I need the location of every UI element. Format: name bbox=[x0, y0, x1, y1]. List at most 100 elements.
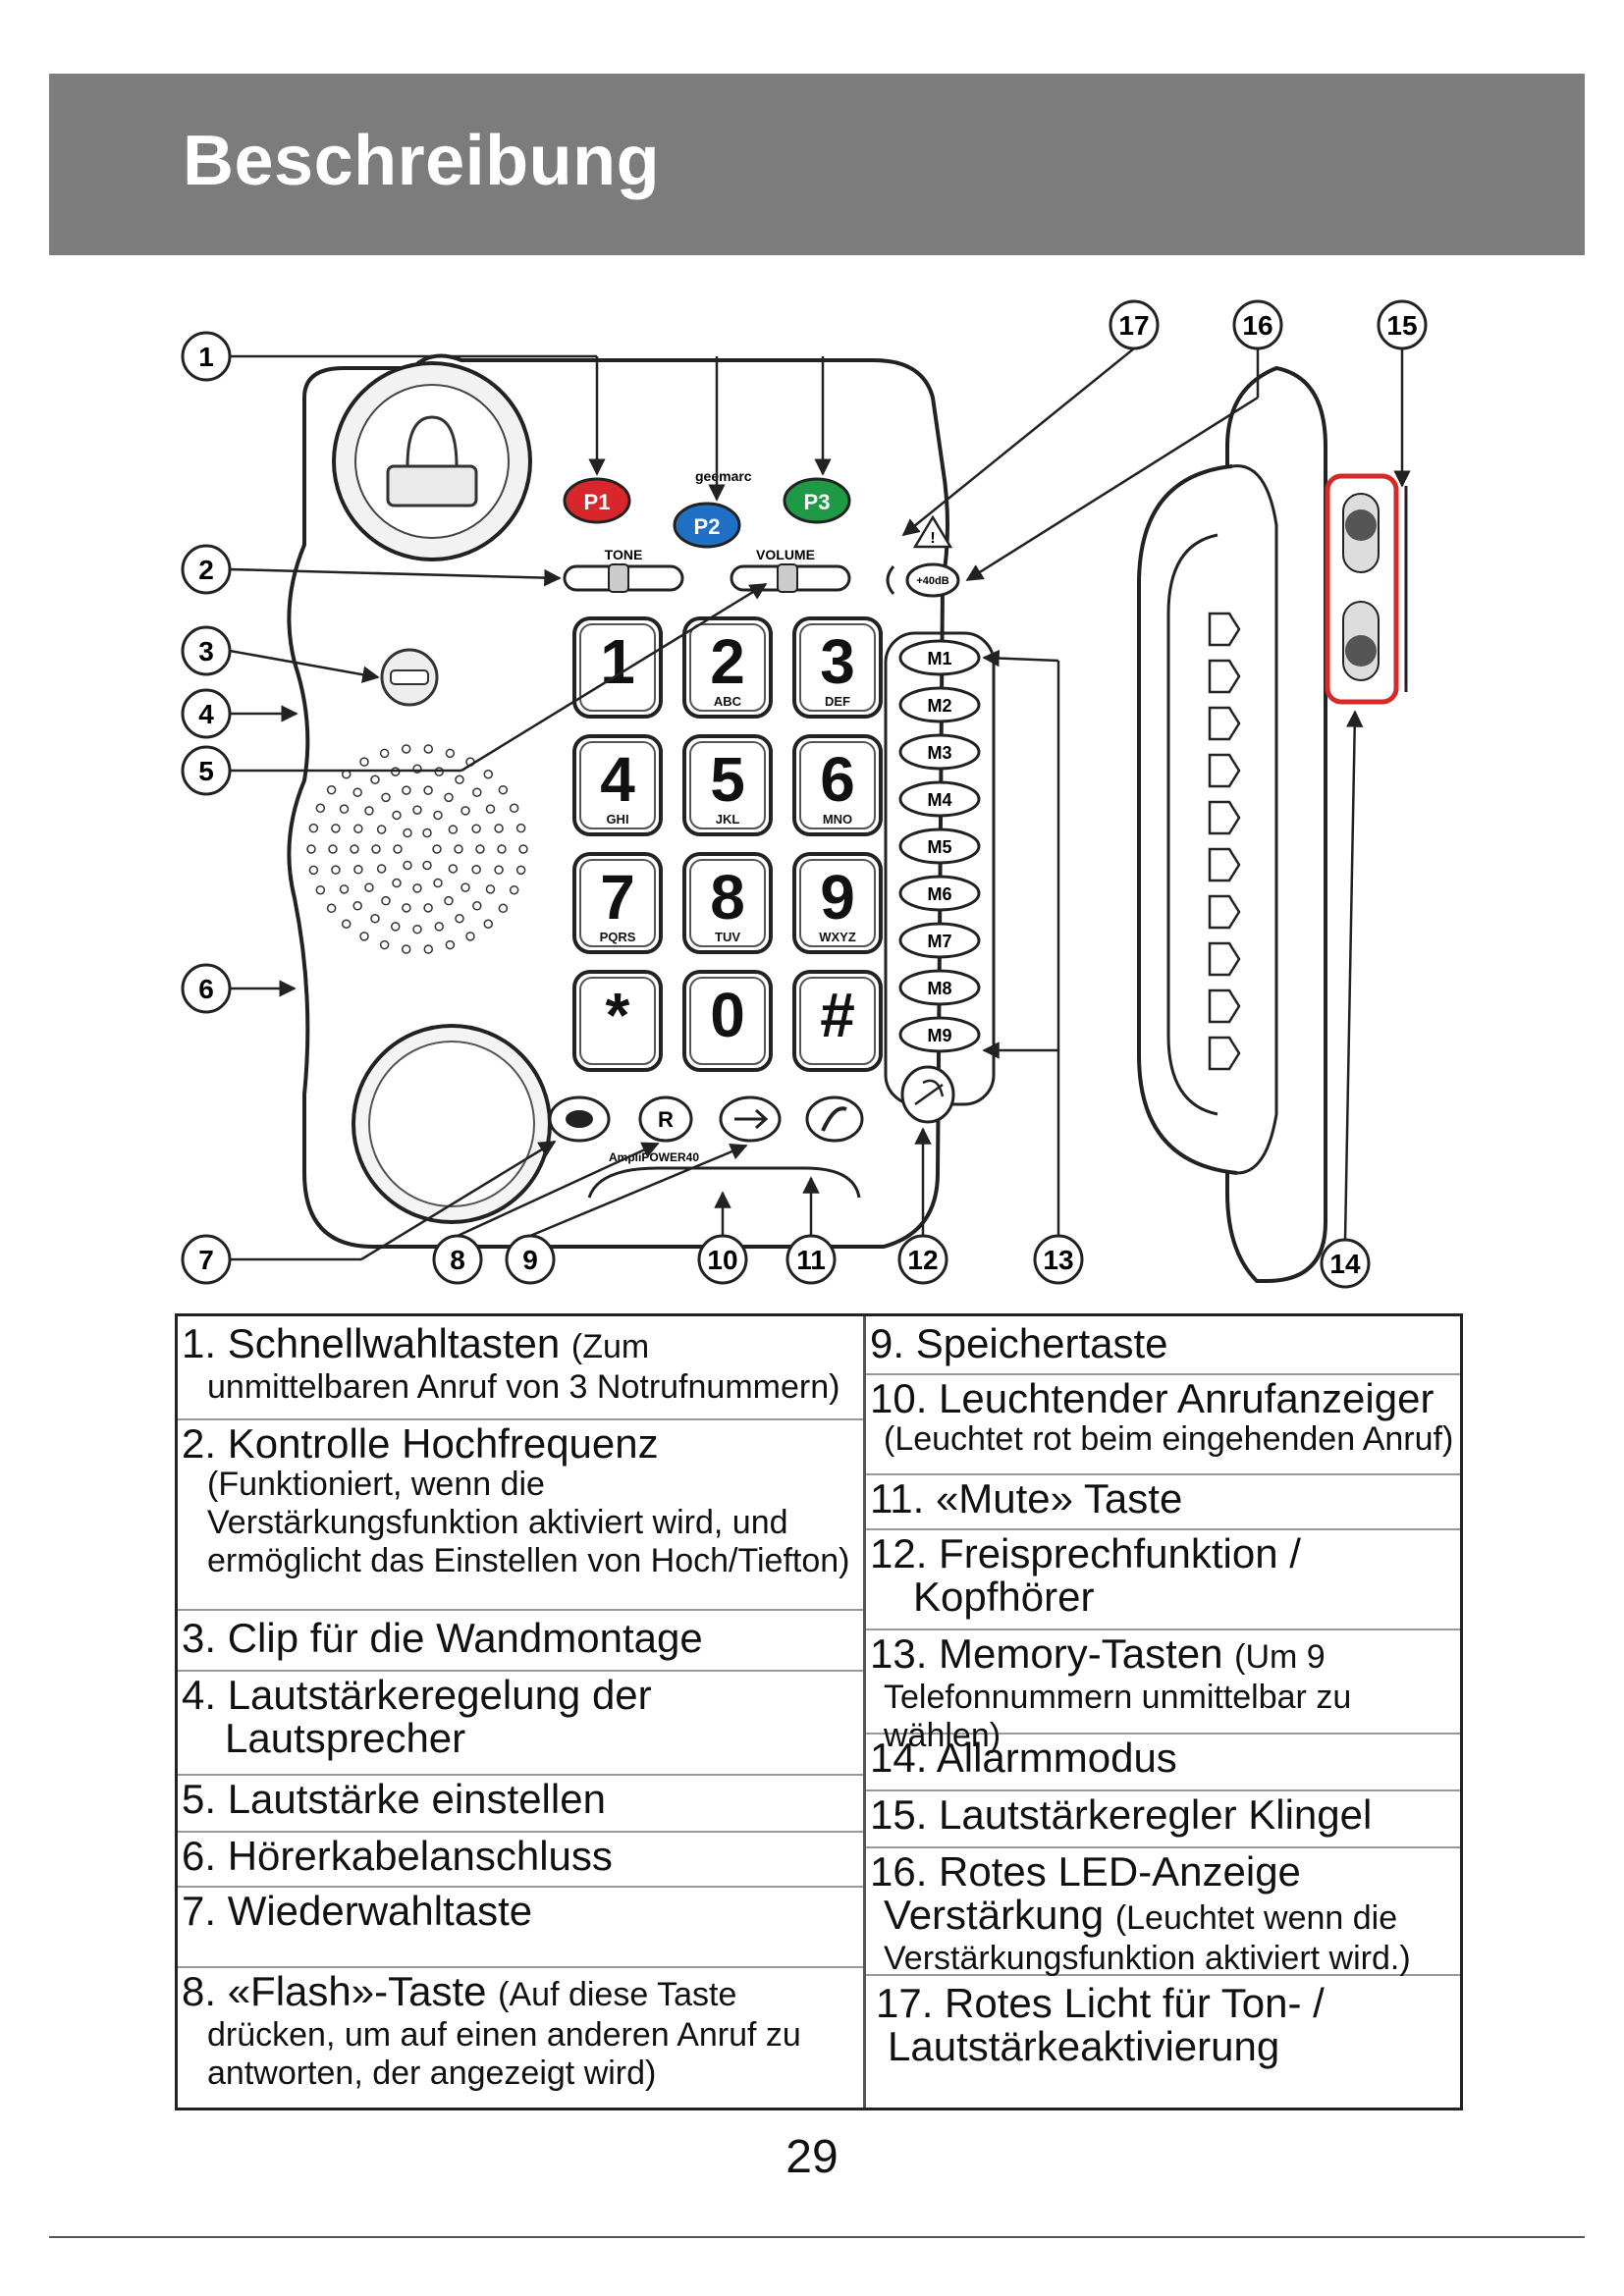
phone-side-view bbox=[1137, 365, 1408, 1283]
p2-key bbox=[673, 502, 741, 549]
priority-keys: P1 P2 P3 bbox=[563, 477, 851, 549]
p2-label: P2 bbox=[694, 514, 721, 539]
callout-17: 17 bbox=[1109, 299, 1160, 350]
svg-text:10: 10 bbox=[707, 1245, 737, 1275]
legend-item-16: 16. Rotes LED-Anzeige Verstärkung (Leuch… bbox=[866, 1850, 1460, 1977]
svg-text:15: 15 bbox=[1386, 310, 1417, 341]
svg-text:16: 16 bbox=[1242, 310, 1272, 341]
p1-label: P1 bbox=[584, 490, 611, 514]
legend-item-7: 7. Wiederwahltaste bbox=[178, 1890, 863, 1968]
model-label: AmpliPOWER40 bbox=[609, 1150, 699, 1164]
callout-11: 11 bbox=[785, 1234, 837, 1285]
svg-text:6: 6 bbox=[820, 744, 855, 815]
p3-label: P3 bbox=[804, 490, 831, 514]
callout-9: 9 bbox=[505, 1234, 556, 1285]
svg-text:17: 17 bbox=[1118, 310, 1149, 341]
svg-text:*: * bbox=[606, 980, 630, 1050]
callout-6: 6 bbox=[181, 963, 232, 1014]
svg-text:M7: M7 bbox=[927, 932, 951, 951]
r-key-label: R bbox=[658, 1107, 674, 1132]
svg-text:JKL: JKL bbox=[716, 812, 740, 827]
svg-text:#: # bbox=[820, 980, 855, 1050]
legend-item-5: 5. Lautstärke einstellen bbox=[178, 1778, 863, 1833]
svg-text:4: 4 bbox=[198, 699, 214, 729]
callout-13: 13 bbox=[1033, 1234, 1084, 1285]
volume-label: VOLUME bbox=[756, 547, 815, 562]
svg-text:WXYZ: WXYZ bbox=[819, 930, 856, 944]
memory-key-m6: M6 bbox=[898, 875, 981, 912]
svg-text:6: 6 bbox=[198, 974, 214, 1004]
brand-logo: geemarc bbox=[695, 468, 752, 484]
svg-text:8: 8 bbox=[710, 862, 745, 933]
svg-text:M4: M4 bbox=[927, 790, 951, 810]
legend-item-17: 17. Rotes Licht für Ton- / Lautstärkeakt… bbox=[876, 1980, 1325, 2069]
key-hash: # bbox=[792, 970, 883, 1072]
callout-16: 16 bbox=[1232, 299, 1283, 350]
legend-item-9: 9. Speichertaste bbox=[866, 1322, 1460, 1375]
svg-text:M2: M2 bbox=[927, 696, 951, 716]
legend-item-8: 8. «Flash»-Taste (Auf diese Taste drücke… bbox=[182, 1968, 801, 2093]
boost-label: +40dB bbox=[916, 575, 948, 587]
speaker-grille bbox=[306, 744, 528, 954]
memory-key-m4: M4 bbox=[898, 780, 981, 818]
mute-key bbox=[805, 1095, 864, 1143]
svg-text:2: 2 bbox=[198, 555, 214, 585]
warning-icon bbox=[912, 514, 953, 549]
svg-text:M5: M5 bbox=[927, 837, 951, 857]
legend-item-13: 13. Memory-Tasten (Um 9 Telefonnummern u… bbox=[866, 1632, 1460, 1754]
svg-text:9: 9 bbox=[820, 862, 855, 933]
svg-text:!: ! bbox=[930, 530, 935, 547]
svg-text:14: 14 bbox=[1329, 1249, 1361, 1279]
memory-key-m9: M9 bbox=[898, 1016, 981, 1053]
header-bar: Beschreibung bbox=[49, 74, 1585, 255]
legend-item-2: 2. Kontrolle Hochfrequenz (Funktioniert,… bbox=[178, 1422, 863, 1611]
memory-key-m7: M7 bbox=[898, 922, 981, 959]
memory-key-m3: M3 bbox=[898, 733, 981, 771]
page-title: Beschreibung bbox=[183, 122, 661, 200]
callout-3: 3 bbox=[181, 625, 232, 676]
svg-text:DEF: DEF bbox=[825, 694, 850, 709]
svg-text:3: 3 bbox=[198, 636, 214, 667]
p3-key bbox=[783, 477, 851, 524]
tone-slider: TONE bbox=[563, 547, 684, 593]
svg-text:4: 4 bbox=[600, 744, 635, 815]
svg-text:8: 8 bbox=[450, 1245, 465, 1275]
svg-text:7: 7 bbox=[198, 1245, 214, 1275]
memory-key-m1: M1 bbox=[898, 639, 981, 676]
legend-item-1: 1. Schnellwahltasten (Zum unmittelbaren … bbox=[178, 1322, 863, 1420]
svg-text:0: 0 bbox=[710, 980, 745, 1050]
svg-text:MNO: MNO bbox=[823, 812, 852, 827]
legend-item-6: 6. Hörerkabelanschluss bbox=[178, 1835, 863, 1888]
svg-text:PQRS: PQRS bbox=[600, 930, 636, 944]
svg-text:M3: M3 bbox=[927, 743, 951, 763]
svg-text:M8: M8 bbox=[927, 979, 951, 998]
svg-text:TUV: TUV bbox=[715, 930, 740, 944]
volume-slider: VOLUME bbox=[730, 547, 851, 593]
boost-button bbox=[905, 562, 960, 598]
callout-10: 10 bbox=[697, 1234, 748, 1285]
legend-table: 1. Schnellwahltasten (Zum unmittelbaren … bbox=[175, 1313, 1463, 2110]
svg-text:5: 5 bbox=[710, 744, 745, 815]
svg-text:7: 7 bbox=[600, 862, 635, 933]
svg-text:ABC: ABC bbox=[714, 694, 742, 709]
svg-text:12: 12 bbox=[907, 1245, 938, 1275]
legend-item-15: 15. Lautstärkeregler Klingel bbox=[866, 1793, 1460, 1848]
svg-text:5: 5 bbox=[198, 756, 214, 786]
led-indicator bbox=[886, 565, 895, 595]
legend-item-10: 10. Leuchtender Anrufanzeiger (Leuchtet … bbox=[866, 1377, 1460, 1475]
svg-text:1: 1 bbox=[198, 342, 214, 372]
callout-15: 15 bbox=[1377, 299, 1428, 350]
callout-5: 5 bbox=[181, 745, 232, 796]
tone-label: TONE bbox=[605, 547, 643, 562]
bottom-rule bbox=[49, 2236, 1585, 2238]
svg-text:3: 3 bbox=[820, 626, 855, 697]
svg-text:M9: M9 bbox=[927, 1026, 951, 1045]
